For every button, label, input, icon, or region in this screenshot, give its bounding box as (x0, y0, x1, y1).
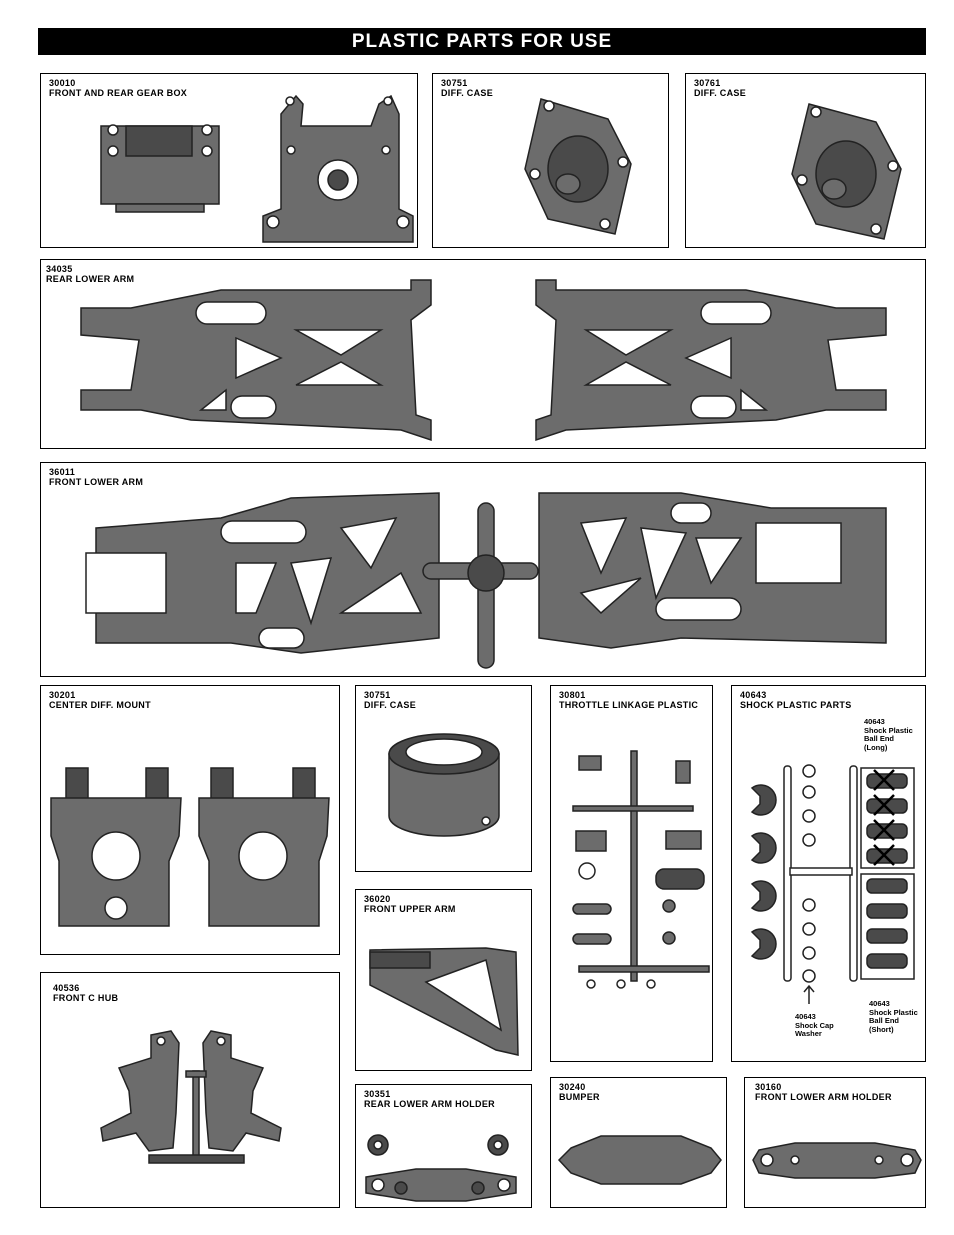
part-code: 30351 (364, 1089, 391, 1099)
diff-cup-drawing (388, 733, 500, 837)
part-name: BUMPER (559, 1092, 600, 1102)
note-line: Ball End (864, 734, 895, 743)
part-name: FRONT UPPER ARM (364, 904, 456, 914)
part-name: THROTTLE LINKAGE PLASTIC (559, 700, 699, 710)
part-name: FRONT AND REAR GEAR BOX (49, 88, 188, 98)
diff-case-drawing (791, 103, 902, 240)
part-code: 30801 (559, 690, 586, 700)
note-line: Ball End (869, 1016, 900, 1025)
page-title: PLASTIC PARTS FOR USE (38, 28, 926, 55)
part-code: 30010 (49, 78, 76, 88)
throttle-linkage-drawing (572, 750, 710, 989)
part-code: 36020 (364, 894, 391, 904)
diff-case-drawing (524, 98, 632, 235)
rear-lower-arm-holder-drawing (365, 1134, 517, 1202)
part-name: SHOCK PLASTIC PARTS (740, 700, 852, 710)
part-name: CENTER DIFF. MOUNT (49, 700, 151, 710)
bumper-drawing (557, 1135, 722, 1185)
gear-box-drawing (100, 94, 414, 243)
part-name: FRONT LOWER ARM HOLDER (755, 1092, 892, 1102)
front-c-hub-drawing (100, 1030, 282, 1164)
front-lower-arm-holder-drawing (752, 1142, 922, 1179)
part-name: FRONT LOWER ARM (49, 477, 144, 487)
part-code: 30160 (755, 1082, 782, 1092)
part-name: DIFF. CASE (364, 700, 417, 710)
part-name: FRONT C HUB (53, 993, 119, 1003)
front-lower-arm-drawing (85, 492, 887, 669)
note-code: 40643 (795, 1012, 816, 1021)
part-code: 34035 (46, 264, 73, 274)
part-code: 30201 (49, 690, 76, 700)
rear-lower-arm-drawing (80, 279, 887, 442)
center-diff-mount-drawing (50, 767, 330, 927)
part-code: 36011 (49, 467, 76, 477)
note-line: Shock Cap (795, 1020, 834, 1030)
note-code: 40643 (869, 999, 890, 1008)
part-code: 30751 (364, 690, 391, 700)
note-line: (Long) (864, 742, 888, 752)
part-name: DIFF. CASE (441, 88, 494, 98)
note-line: Shock Plastic (869, 1007, 918, 1017)
shock-parts-drawing (750, 764, 915, 1004)
part-name: REAR LOWER ARM HOLDER (364, 1099, 495, 1109)
part-code: 30240 (559, 1082, 586, 1092)
front-upper-arm-drawing (369, 947, 519, 1056)
part-name: DIFF. CASE (694, 88, 747, 98)
part-code: 30761 (694, 78, 721, 88)
note-line: Shock Plastic (864, 725, 913, 735)
note-code: 40643 (864, 717, 885, 726)
note-line: Washer (795, 1029, 822, 1038)
note-line: (Short) (869, 1024, 894, 1034)
part-name: REAR LOWER ARM (46, 274, 135, 284)
part-code: 40536 (53, 983, 80, 993)
part-code: 40643 (740, 690, 767, 700)
part-code: 30751 (441, 78, 468, 88)
